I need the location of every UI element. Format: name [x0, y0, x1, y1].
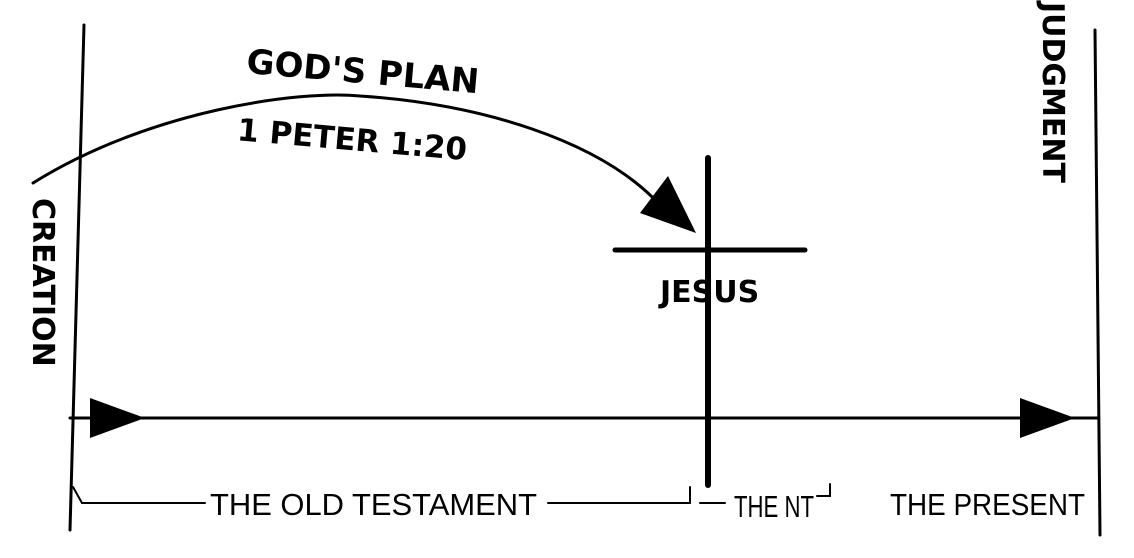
old-testament-bracket-left [72, 486, 206, 504]
nt-end-tick [816, 483, 831, 497]
old-testament-label: THE OLD TESTAMENT [210, 487, 537, 522]
present-label: THE PRESENT [890, 487, 1085, 522]
judgment-label: JUDGMENT [1035, 0, 1070, 184]
judgment-line [1093, 28, 1102, 537]
arc-arrowhead-icon [640, 176, 696, 233]
jesus-label: JESUS [658, 275, 759, 310]
gods-plan-label: GOD'S PLAN [245, 42, 481, 102]
new-testament-label: THE NT [734, 489, 814, 524]
gods-plan-arc [31, 93, 662, 207]
timeline-arrow-end-icon [1020, 398, 1075, 438]
creation-line [68, 23, 86, 532]
creation-label: CREATION [25, 198, 60, 367]
timeline-arrow-start-icon [90, 398, 145, 438]
scripture-reference: 1 PETER 1:20 [236, 112, 469, 168]
